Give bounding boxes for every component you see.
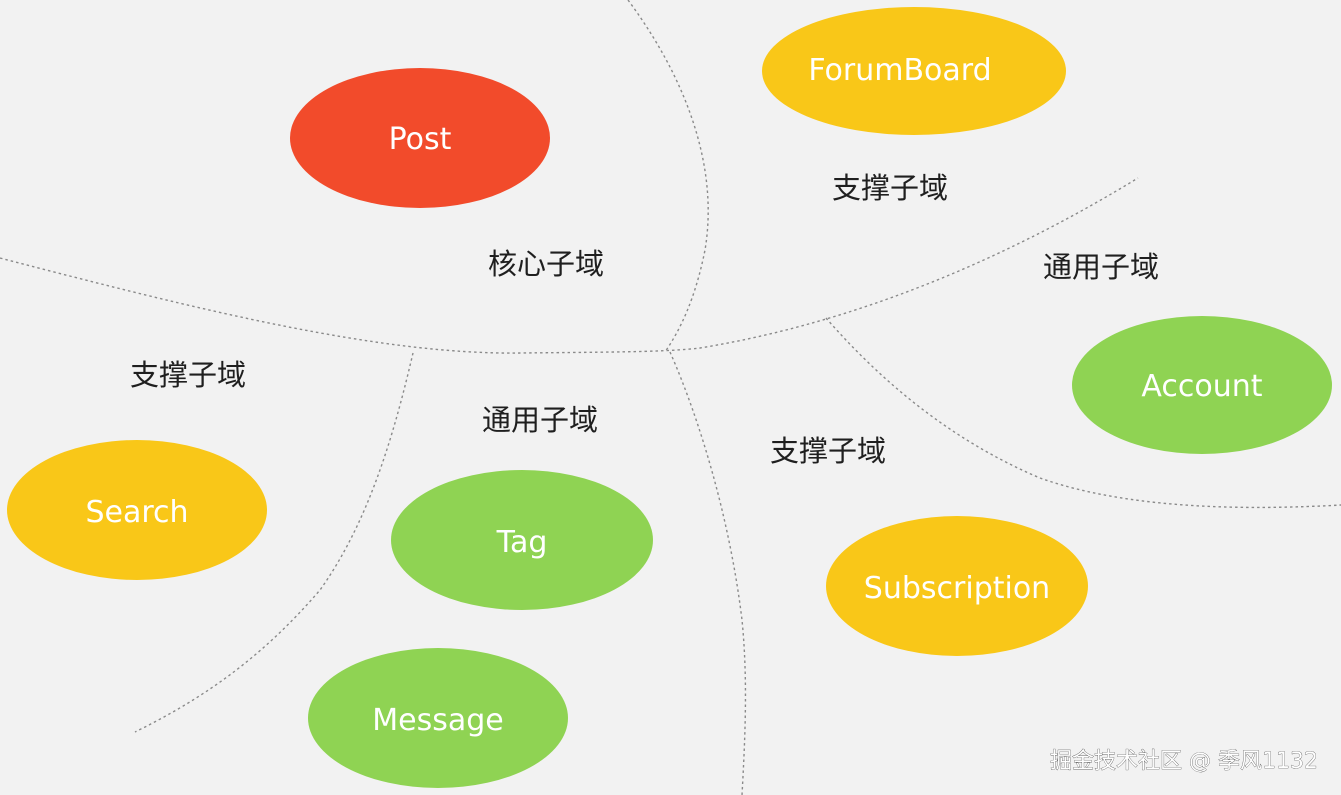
zone-label-generic-center: 通用子域: [482, 403, 598, 437]
subscription-ellipse: [826, 516, 1088, 656]
boundary-main-horizontal: [0, 177, 1139, 354]
boundary-bottom-vertical: [669, 351, 747, 795]
search-label: Search: [85, 495, 188, 530]
tag-label: Tag: [496, 525, 548, 560]
zone-label-generic-right: 通用子域: [1043, 250, 1159, 284]
post-ellipse: [290, 68, 550, 208]
forum-board-label: ForumBoard: [808, 53, 991, 88]
forum-board-node: ForumBoard: [762, 7, 1066, 135]
account-ellipse: [1072, 316, 1332, 454]
tag-ellipse: [391, 470, 653, 610]
post-node: Post: [290, 68, 550, 208]
zone-label-supporting-top: 支撑子域: [832, 171, 948, 205]
search-node: Search: [7, 440, 267, 580]
account-label: Account: [1141, 369, 1262, 404]
zone-label-core: 核心子域: [488, 247, 604, 281]
boundary-right-curve: [825, 317, 1341, 509]
forum-board-ellipse: [762, 7, 1066, 135]
boundary-top-vertical: [627, 0, 709, 353]
subscription-node: Subscription: [826, 516, 1088, 656]
zone-label-supporting-left: 支撑子域: [130, 358, 246, 392]
account-node: Account: [1072, 316, 1332, 454]
subscription-label: Subscription: [864, 571, 1050, 606]
tag-node: Tag: [391, 470, 653, 610]
message-label: Message: [372, 703, 503, 738]
search-ellipse: [7, 440, 267, 580]
post-label: Post: [389, 122, 452, 157]
watermark-text: 掘金技术社区 @ 季风1132: [1050, 749, 1318, 774]
message-node: Message: [308, 648, 568, 788]
message-ellipse: [308, 648, 568, 788]
zone-label-supporting-bottom: 支撑子域: [770, 434, 886, 468]
